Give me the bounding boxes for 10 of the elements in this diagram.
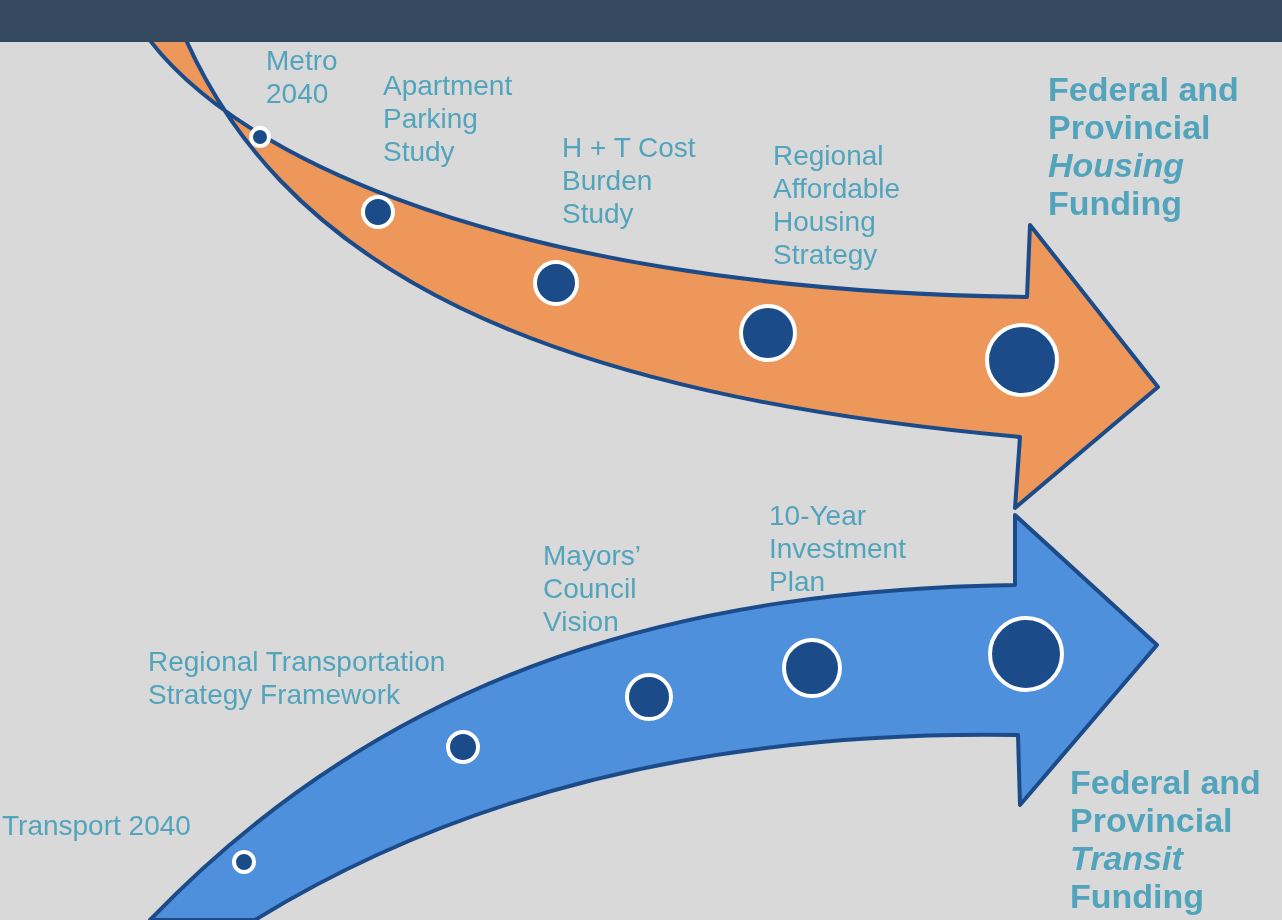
milestone-label: Mayors’ Council Vision [543, 539, 641, 638]
milestone-label: Regional Affordable Housing Strategy [773, 139, 902, 271]
milestone-label: 10-Year Investment Plan [769, 499, 907, 598]
milestone-label: Metro 2040 [266, 44, 339, 110]
milestone-label: Apartment Parking Study [383, 69, 514, 168]
funding-goal-label: Federal and Provincial Housing Funding [1048, 70, 1240, 222]
milestone-label: Regional Transportation Strategy Framework [148, 645, 447, 711]
milestone-label: Transport 2040 [2, 809, 191, 842]
funding-goal-label: Federal and Provincial Transit Funding [1070, 763, 1262, 915]
milestone-label: H + T Cost Burden Study [562, 131, 697, 230]
